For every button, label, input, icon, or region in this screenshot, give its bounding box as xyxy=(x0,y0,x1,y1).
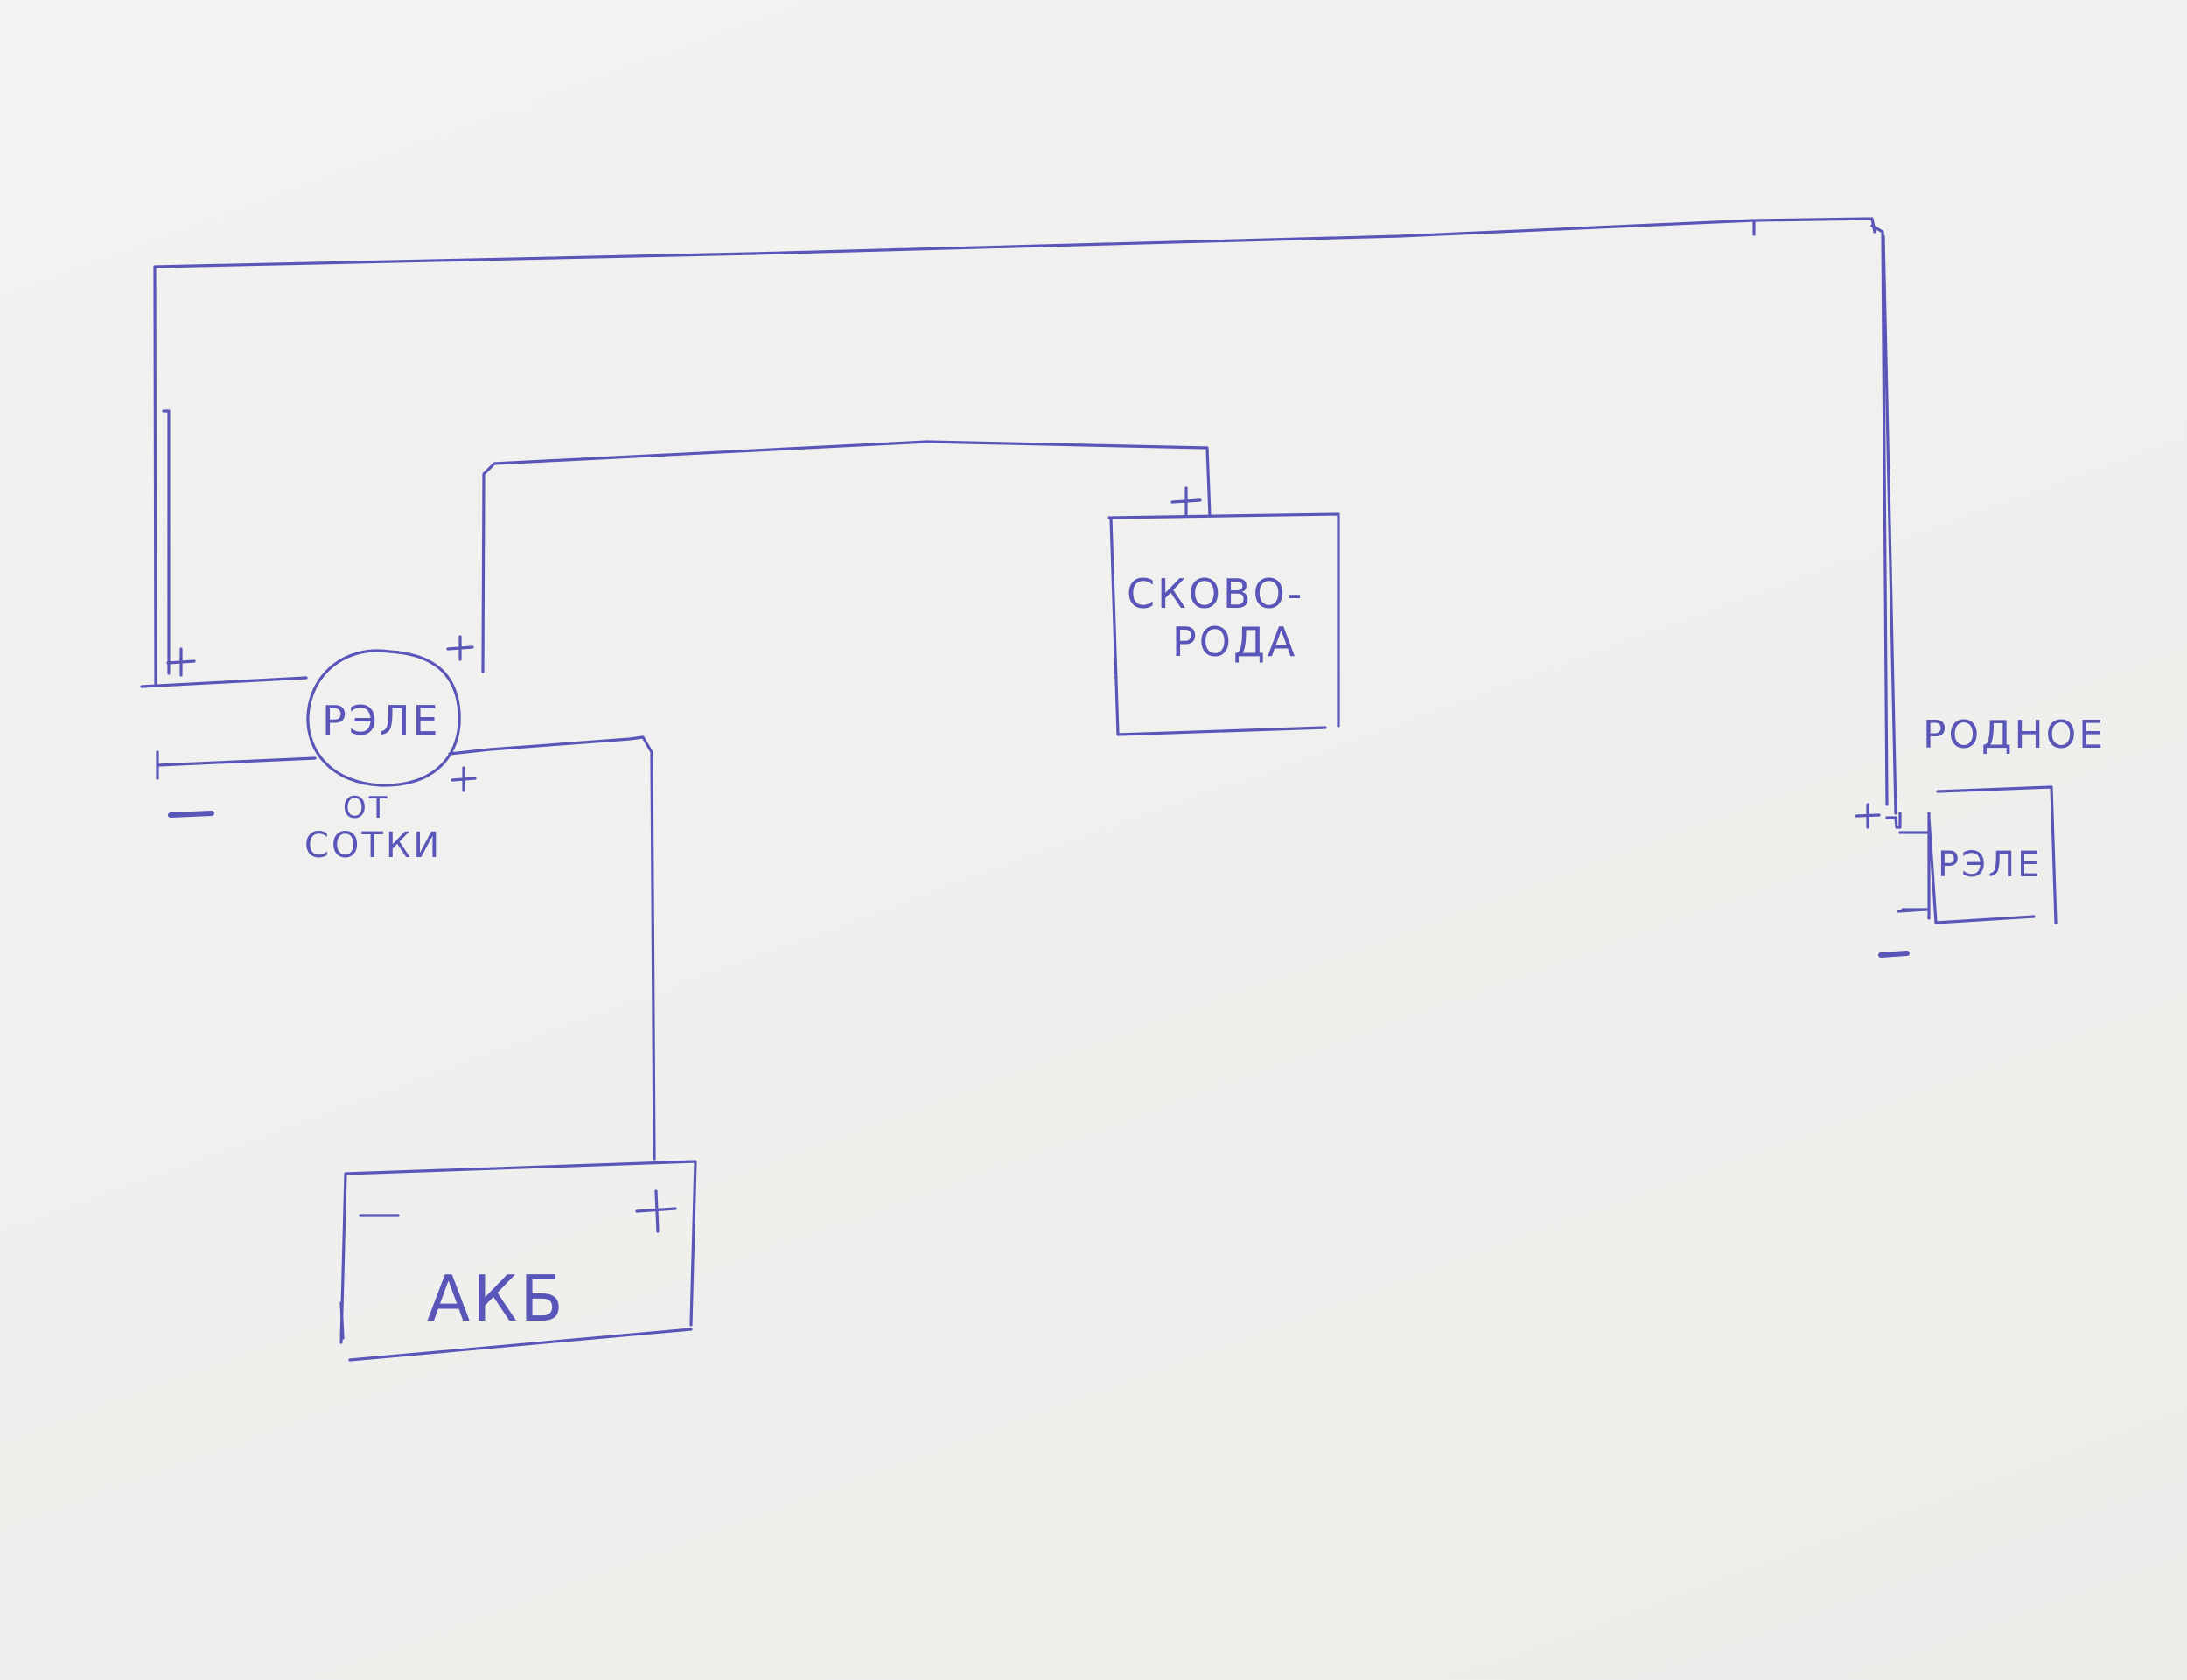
relay-main-circle xyxy=(306,649,461,787)
minus-sign-left xyxy=(168,811,214,818)
native-relay-box xyxy=(1898,785,2058,924)
battery-label: АКБ xyxy=(427,1262,566,1335)
minus-sign-native-relay xyxy=(1897,908,1926,913)
wire-relay-to-battery xyxy=(448,735,656,1161)
pan-label-line2: РОДА xyxy=(1172,618,1297,666)
wire-left-plus-stub xyxy=(140,676,308,688)
battery-box xyxy=(339,1160,697,1362)
wire-top-right-drop xyxy=(1882,234,1897,815)
wire-top-loop xyxy=(153,217,1902,829)
wire-top-loop-return xyxy=(162,409,171,675)
relay-main-label: РЭЛЕ xyxy=(322,697,441,744)
native-relay-label-top: РОДНОЕ xyxy=(1923,713,2106,757)
plus-sign-left-top xyxy=(166,647,196,677)
plus-sign-pan xyxy=(1170,486,1202,516)
plus-sign-relay-bottom xyxy=(451,766,477,792)
wire-left-minus-stub xyxy=(156,750,317,780)
pan-box xyxy=(1107,512,1340,736)
relay-main-note-line2: СОТКИ xyxy=(304,826,442,866)
plus-sign-relay-top xyxy=(446,635,474,661)
native-relay-label-box: РЭЛЕ xyxy=(1938,845,2042,885)
minus-sign-native-bottom xyxy=(1878,951,1910,958)
pan-label-line1: СКОВО- xyxy=(1127,570,1304,617)
relay-main-note-line1: ОТ xyxy=(343,791,390,826)
plus-sign-battery xyxy=(635,1189,677,1233)
plus-sign-native-relay xyxy=(1855,803,1881,829)
wire-relay-to-pan xyxy=(481,440,1212,673)
